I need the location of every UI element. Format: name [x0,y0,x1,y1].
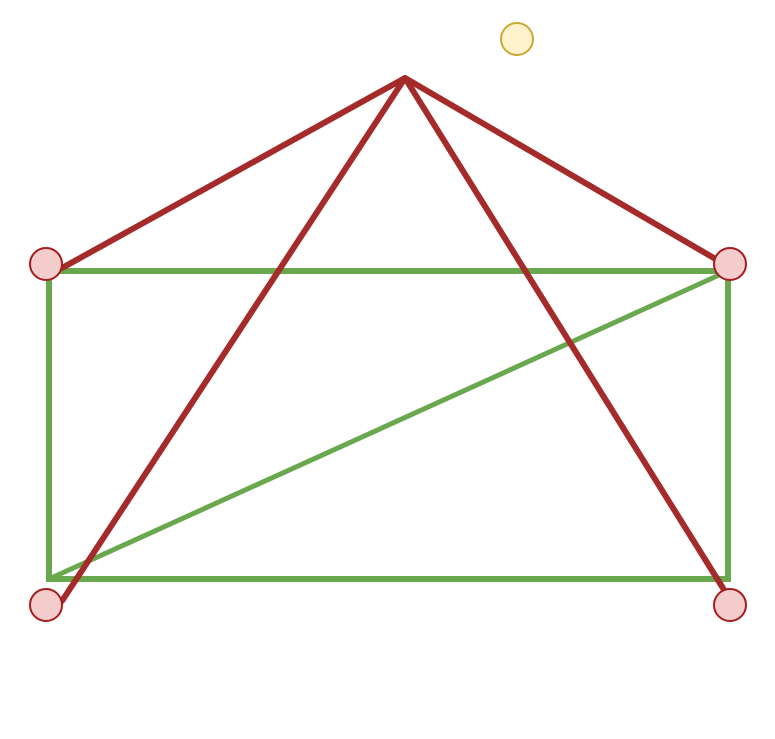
upper-left-node [29,247,63,281]
red-apex-to-upper-right-edge [402,75,734,271]
green-diagonal-upper-right-to-lower-left-edge [46,268,731,582]
nodes-layer [29,22,747,622]
red-apex-to-lower-left-edge [59,75,408,604]
lower-right-node [713,588,747,622]
red-apex-to-upper-left-edge [59,75,408,271]
red-apex-to-lower-right-edge [402,75,734,604]
edges-layer [46,75,734,604]
top-node [500,22,534,56]
lower-left-node [29,588,63,622]
upper-right-node [713,247,747,281]
green-rectangle-edge [46,268,731,582]
